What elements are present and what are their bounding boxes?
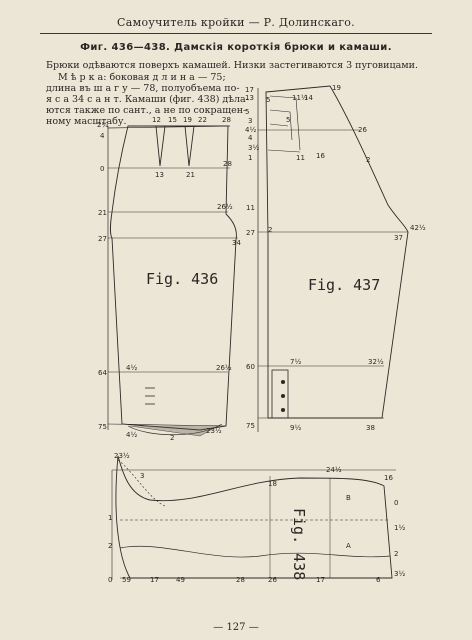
fig437-mark: 1 <box>248 154 252 162</box>
fig436-mark: 4½ <box>126 364 137 372</box>
fig438-mark: 0 <box>108 576 112 584</box>
fig436-mark: 26½ <box>217 203 233 211</box>
fig437-mark: 26 <box>358 126 367 134</box>
fig437-mark: 75 <box>246 422 255 430</box>
fig438-mark: 1½ <box>394 524 405 532</box>
fig437-mark: 14 <box>304 94 313 102</box>
fig436-mark: 12 <box>152 116 161 124</box>
fig436-mark: 2 <box>170 434 174 442</box>
figure-title: Фиг. 436—438. Дамскія короткія брюки и к… <box>80 42 392 53</box>
fig437-mark: 4 <box>248 134 253 142</box>
fig436-mark: 2¼ <box>97 121 108 129</box>
fig437-mark: 7½ <box>290 358 301 366</box>
fig438-mark: 2 <box>108 542 112 550</box>
fig437-mark: 42½ <box>410 224 426 232</box>
body-text-line: я с а 34 с а н т. Камаши (фиг. 438) дѣла… <box>46 94 249 105</box>
running-header: Самоучитель кройки — Р. Долинскаго. <box>40 12 432 34</box>
fig436-mark: 23½ <box>206 427 222 435</box>
fig436-mark: 15 <box>168 116 177 124</box>
fig438-mark: A <box>346 542 351 550</box>
fig438-mark: 28 <box>236 576 245 584</box>
fig437-mark: 27 <box>246 229 255 237</box>
fig438-mark: 18 <box>268 480 277 488</box>
fig437-mark: 5 <box>286 116 290 124</box>
fig438-mark: B <box>346 494 351 502</box>
fig436-mark: 28 <box>222 116 231 124</box>
fig436-mark: 34 <box>232 239 241 247</box>
fig437-mark: 3 <box>248 117 252 125</box>
fig436-trouser-pattern <box>107 125 238 437</box>
fig438-mark: 6 <box>376 576 381 584</box>
fig436-mark: 27 <box>98 235 107 243</box>
fig437-mark: 3½ <box>248 144 259 152</box>
fig436-mark: 19 <box>183 116 192 124</box>
fig437-mark: 17 <box>245 86 254 94</box>
fig437-mark: 2 <box>366 156 370 164</box>
fig438-mark: 3 <box>140 472 144 480</box>
fig436-mark: 21 <box>186 171 195 179</box>
fig436-label: Fig. 436 <box>146 270 218 288</box>
fig437-mark: 9½ <box>290 424 301 432</box>
fig436-mark: 0 <box>100 165 104 173</box>
fig437-mark: 38 <box>366 424 375 432</box>
fig437-mark: 5 <box>266 96 270 104</box>
fig437-label: Fig. 437 <box>308 276 380 294</box>
fig437-mark: 16 <box>316 152 325 160</box>
fig438-mark: 49 <box>176 576 185 584</box>
body-text-line: Брюки одѣваются поверхъ камашей. Низки з… <box>46 60 418 71</box>
fig436-mark: 4½ <box>126 431 137 439</box>
fig438-mark: 17 <box>150 576 159 584</box>
fig437-mark: 37 <box>394 234 403 242</box>
body-text-line: длина въ ш а г у — 78, полуобъема по- <box>46 83 240 94</box>
fig436-mark: 75 <box>98 423 107 431</box>
fig437-mark: 5 <box>245 108 249 116</box>
fig436-mark: 13 <box>155 171 164 179</box>
fig436-mark: 28 <box>223 160 232 168</box>
fig438-mark: 1 <box>108 514 112 522</box>
fig436-mark: 21 <box>98 209 107 217</box>
fig437-mark: 13 <box>245 94 254 102</box>
fig438-gaiter-pattern <box>111 455 396 580</box>
fig437-mark: 19 <box>332 84 341 92</box>
fig436-mark: 22 <box>198 116 207 124</box>
body-text-line: ются также по сант., а не по сокращен- <box>46 105 247 116</box>
fig438-mark: 17 <box>316 576 325 584</box>
fig438-mark: 0 <box>394 499 398 507</box>
fig438-label: Fig. 438 <box>290 508 308 580</box>
page-number: — 127 — <box>213 622 259 633</box>
fig436-mark: 26½ <box>216 364 232 372</box>
fig437-mark: 11 <box>246 204 255 212</box>
fig438-mark: 23½ <box>114 452 130 460</box>
fig438-mark: 3½ <box>394 570 405 578</box>
fig437-mark: 2 <box>268 226 272 234</box>
fig438-mark: 26 <box>268 576 277 584</box>
body-text-line: М ѣ р к а: боковая д л и н а — 75; <box>58 72 226 83</box>
fig437-mark: 11½ <box>292 94 308 102</box>
fig437-trouser-pattern <box>257 85 409 432</box>
fig437-mark: 60 <box>246 363 255 371</box>
fig437-mark: 11 <box>296 154 305 162</box>
fig438-mark: 59 <box>122 576 131 584</box>
fig438-mark: 16 <box>384 474 393 482</box>
fig438-mark: 24½ <box>326 466 342 474</box>
fig436-mark: 64 <box>98 369 107 377</box>
fig437-mark: 32½ <box>368 358 384 366</box>
body-text-line: ному масштабу. <box>46 116 127 127</box>
fig437-mark: 4½ <box>245 126 256 134</box>
fig436-mark: 4 <box>100 132 105 140</box>
fig438-mark: 2 <box>394 550 398 558</box>
